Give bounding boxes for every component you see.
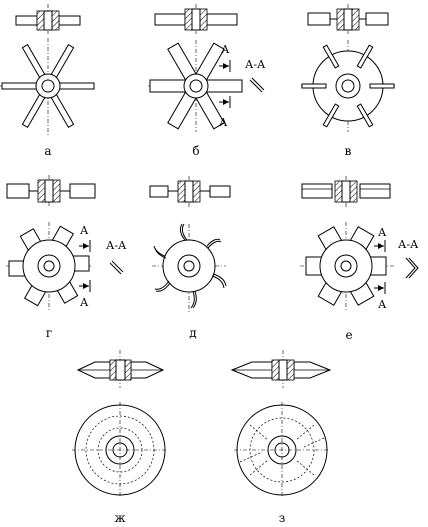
panel-label-a: а [44, 144, 51, 158]
panel-d: д [149, 176, 231, 340]
top-view-z [234, 402, 330, 498]
side-view-z [230, 350, 332, 388]
inclined-blades-z [239, 424, 325, 476]
side-view-d [149, 176, 231, 208]
side-view-b [154, 4, 238, 34]
top-view-b [148, 40, 243, 132]
section-mark-bottom-e: А [378, 298, 387, 311]
section-cut-marks-e [374, 240, 386, 294]
side-view-zh [76, 350, 165, 388]
top-view-v [301, 40, 395, 132]
section-title-e: А-А [398, 238, 419, 251]
panel-g: А А А-А г [6, 175, 127, 340]
section-mark-bottom-b: А [219, 116, 228, 129]
panel-label-g: г [46, 326, 52, 340]
panel-e: А А А-А е [300, 176, 419, 342]
section-mark-top-e: А [378, 226, 387, 239]
section-title-g: А-А [106, 239, 127, 252]
panel-b: А А А-А б [148, 4, 266, 158]
curved-blades-d [153, 223, 227, 309]
section-mark-top-b: А [221, 43, 230, 56]
panel-a: а [0, 4, 96, 158]
panel-label-d: д [189, 326, 196, 340]
section-cut-marks-g [79, 240, 91, 292]
top-view-g [6, 222, 92, 310]
top-view-e [300, 222, 395, 312]
top-view-d [152, 223, 227, 312]
panel-zh: ж [72, 350, 168, 525]
side-view-g [6, 175, 96, 208]
top-view-a [0, 38, 96, 135]
panel-label-v: в [345, 144, 352, 158]
panel-label-zh: ж [114, 511, 125, 525]
side-view-v [307, 4, 389, 34]
panel-label-e: е [345, 328, 352, 342]
panel-label-z: з [279, 511, 286, 525]
panel-label-b: б [192, 144, 199, 158]
top-view-zh [72, 402, 168, 498]
blade-section-b [249, 79, 263, 93]
section-mark-top-g: А [80, 224, 89, 237]
blade-section-e [405, 257, 416, 279]
panel-v: в [301, 4, 395, 158]
section-cut-marks-b [219, 60, 231, 108]
section-mark-bottom-g: А [80, 296, 89, 309]
radial-blades-v [301, 44, 395, 128]
panel-z: з [230, 350, 332, 525]
side-view-e [301, 176, 391, 208]
section-title-b: А-А [245, 58, 266, 71]
side-view-a [15, 4, 81, 34]
